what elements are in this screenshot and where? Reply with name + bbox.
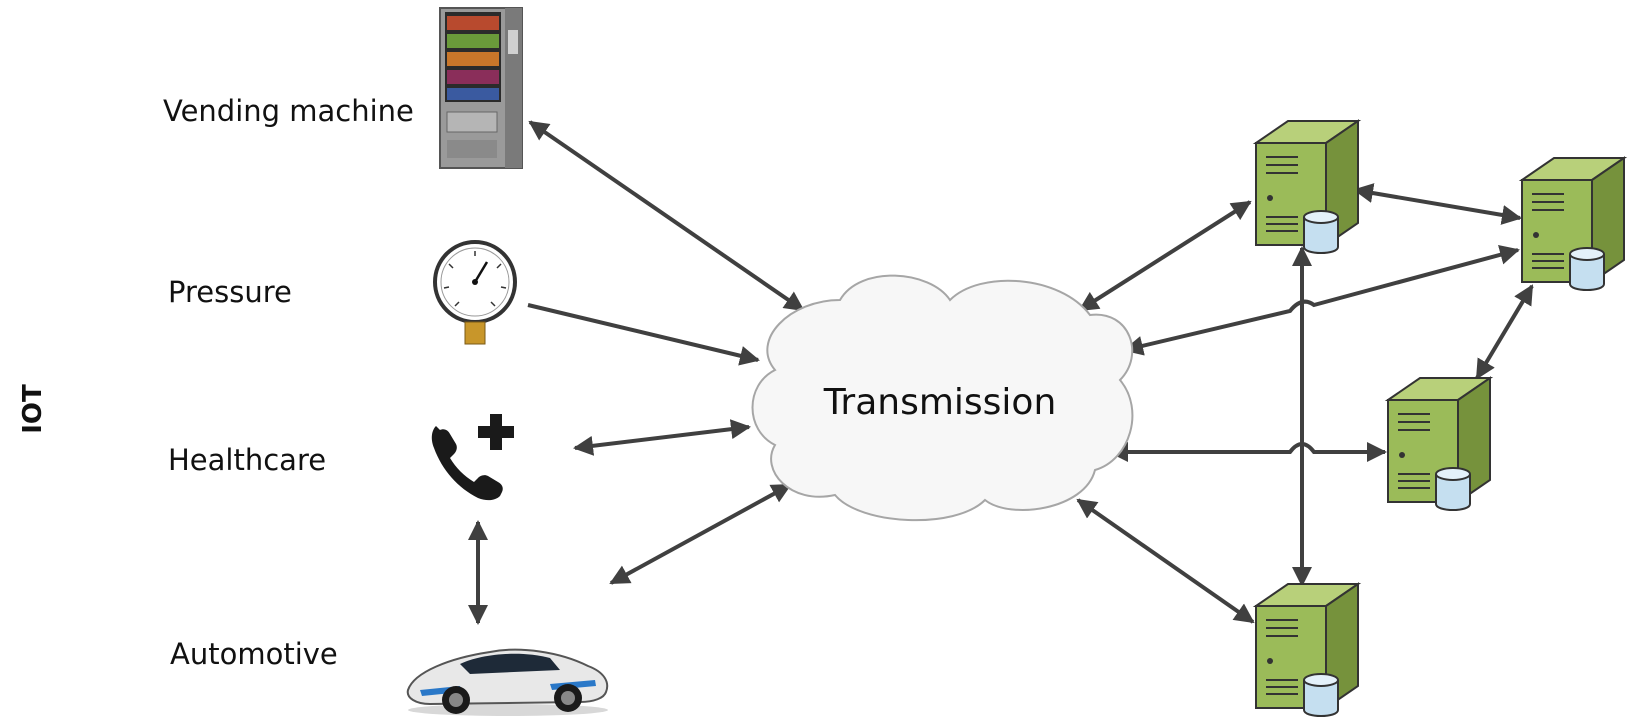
- pressure-gauge-icon: [433, 240, 517, 345]
- vending-machine-icon: [439, 7, 523, 169]
- label-pressure: Pressure: [168, 275, 292, 309]
- arrow-transmission-server4: [1076, 498, 1255, 624]
- server-database-icon: [1518, 156, 1628, 291]
- hub-label: Transmission: [823, 382, 1057, 423]
- arrow-server1-server2: [1353, 183, 1522, 225]
- car-icon: [406, 648, 609, 716]
- label-vending-machine: Vending machine: [163, 94, 414, 128]
- server-database-icon: [1252, 119, 1362, 254]
- phone-plus-icon: [431, 414, 514, 501]
- label-automotive: Automotive: [170, 637, 338, 671]
- label-healthcare: Healthcare: [168, 443, 327, 477]
- cloud-icon: [751, 274, 1134, 522]
- server-database-icon: [1252, 582, 1362, 717]
- side-label: IOT: [17, 384, 48, 434]
- arrow-automotive-transmission: [609, 483, 792, 585]
- server-database-icon: [1384, 376, 1494, 511]
- arrow-pressure-transmission: [527, 303, 760, 366]
- arrow-healthcare-transmission: [573, 419, 751, 456]
- arrow-server2-server3: [1475, 284, 1534, 380]
- arrow-vending-transmission: [528, 120, 805, 312]
